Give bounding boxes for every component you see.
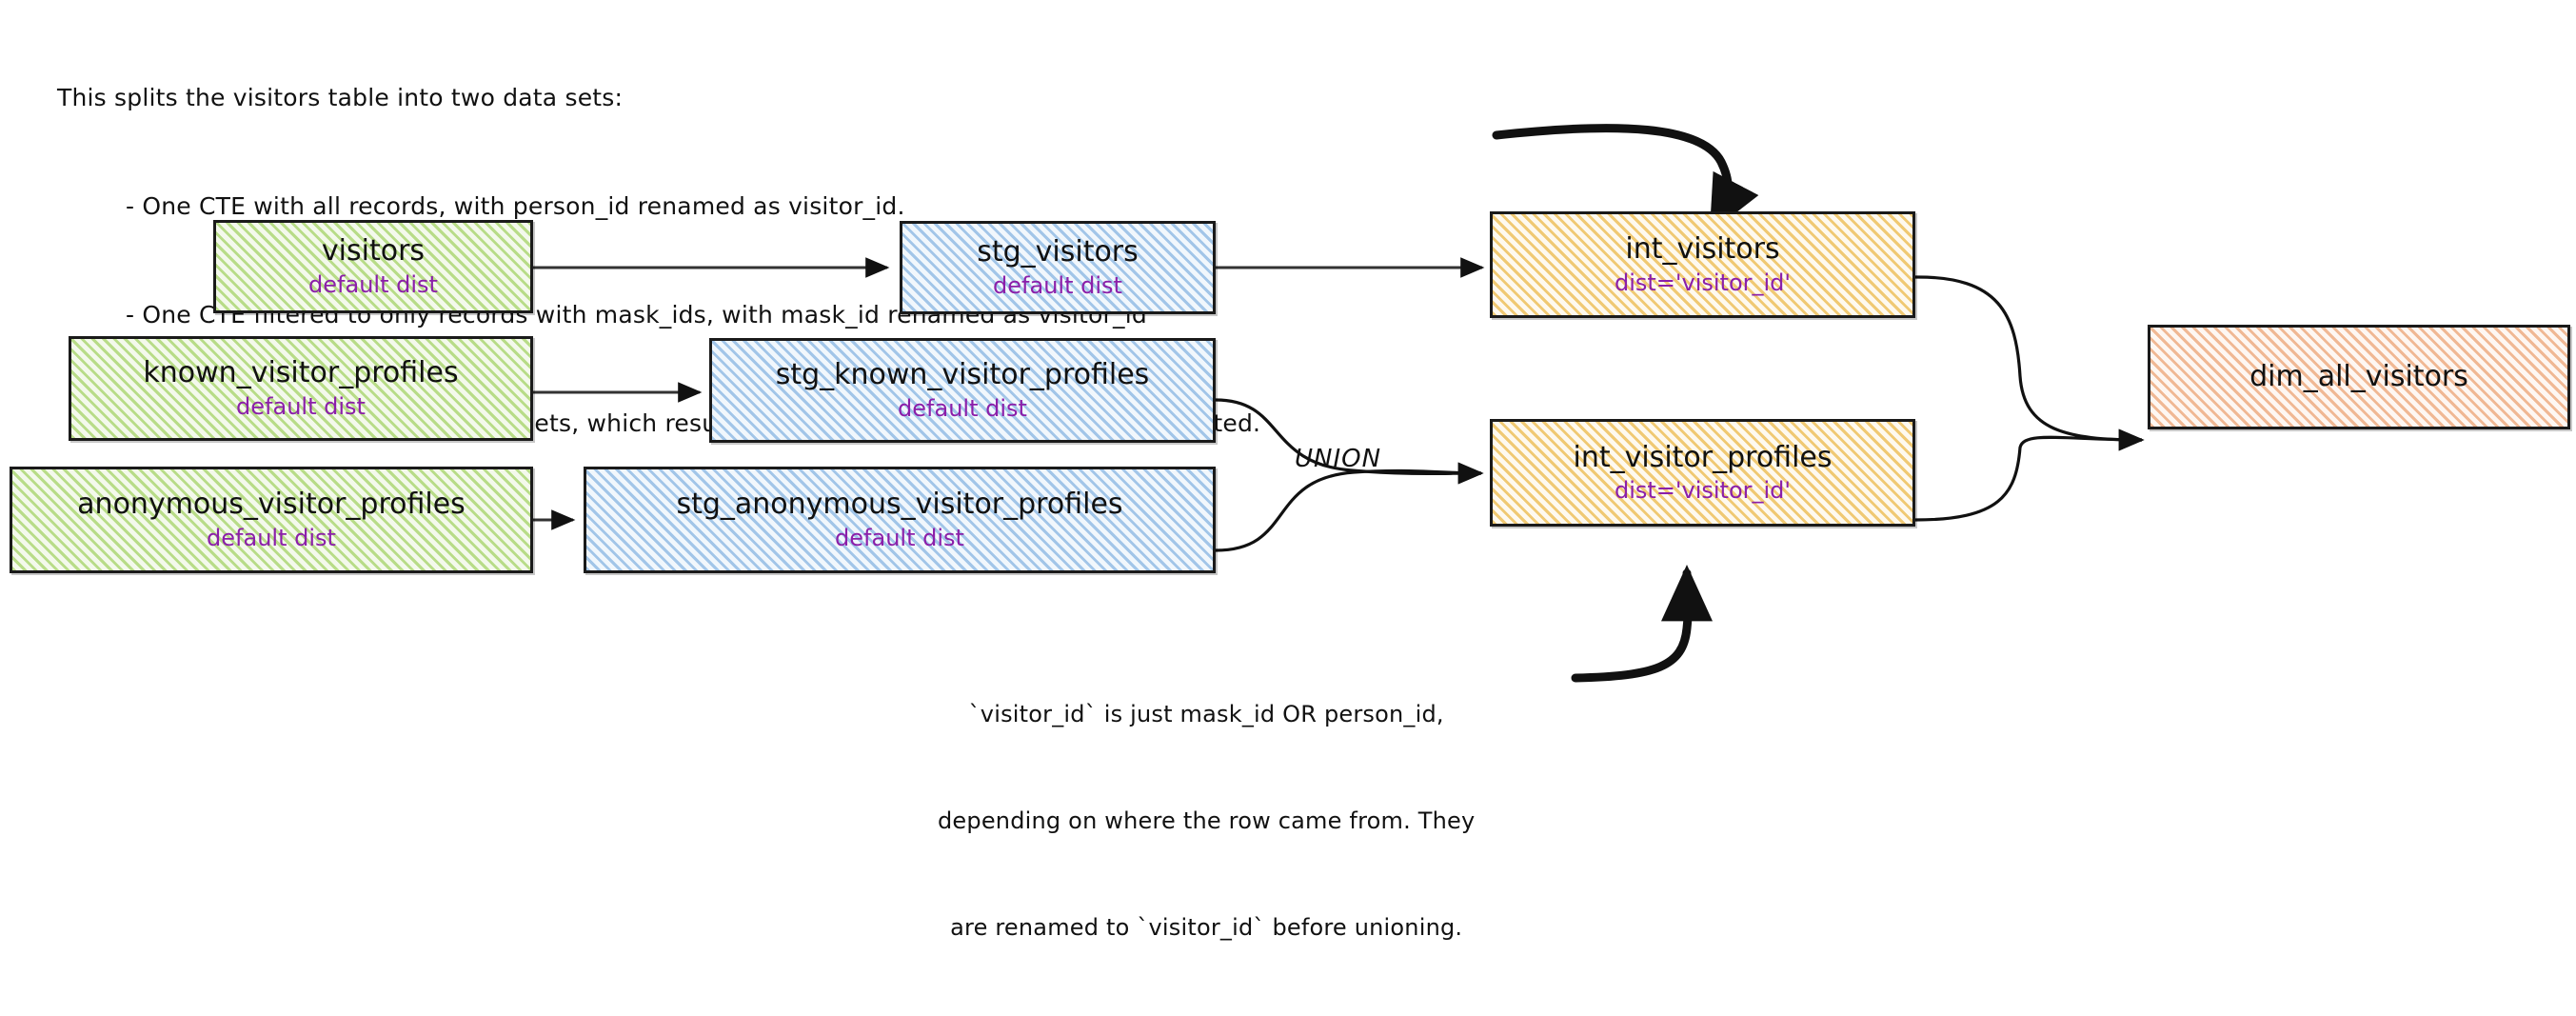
edge-int-visitors-to-dim-all-visitors <box>1914 275 2145 451</box>
node-known-visitor-profiles-dist: default dist <box>236 392 366 420</box>
union-label: UNION <box>1295 445 1382 473</box>
intro-note-line-3: - One CTE filtered to only records with … <box>126 301 1147 329</box>
intro-note-line-1: This splits the visitors table into two … <box>57 84 624 111</box>
node-anonymous-visitor-profiles-dist: default dist <box>207 524 336 551</box>
node-int-visitor-profiles-dist: dist='visitor_id' <box>1614 477 1792 505</box>
node-dim-all-visitors-title: dim_all_visitors <box>2249 360 2468 394</box>
node-visitors-title: visitors <box>321 234 426 269</box>
bottom-note-line-1: `visitor_id` is just mask_id OR person_i… <box>968 701 1444 728</box>
node-stg-anonymous-visitor-profiles-title: stg_anonymous_visitor_profiles <box>676 488 1123 522</box>
node-int-visitors-title: int_visitors <box>1625 232 1780 267</box>
edge-bottom-note-callout <box>1571 564 1714 683</box>
diagram-canvas: This splits the visitors table into two … <box>10 84 2570 941</box>
node-stg-known-visitor-profiles-title: stg_known_visitor_profiles <box>775 358 1150 392</box>
node-stg-visitors-dist: default dist <box>993 271 1122 299</box>
node-known-visitor-profiles[interactable]: known_visitor_profiles default dist <box>69 336 533 441</box>
node-stg-anonymous-visitor-profiles[interactable]: stg_anonymous_visitor_profiles default d… <box>584 467 1216 573</box>
node-stg-visitors-title: stg_visitors <box>977 235 1139 269</box>
node-visitors-dist: default dist <box>308 270 438 298</box>
node-int-visitors[interactable]: int_visitors dist='visitor_id' <box>1490 211 1915 318</box>
edge-int-visitor-profiles-to-dim-all-visitors <box>1914 428 2145 522</box>
bottom-note-line-3: are renamed to `visitor_id` before union… <box>950 913 1463 941</box>
node-int-visitors-dist: dist='visitor_id' <box>1614 269 1792 296</box>
bottom-note: `visitor_id` is just mask_id OR person_i… <box>938 627 1475 1016</box>
node-int-visitor-profiles[interactable]: int_visitor_profiles dist='visitor_id' <box>1490 419 1915 527</box>
node-stg-visitors[interactable]: stg_visitors default dist <box>900 221 1216 314</box>
node-stg-anonymous-visitor-profiles-dist: default dist <box>835 524 964 551</box>
node-anonymous-visitor-profiles-title: anonymous_visitor_profiles <box>77 488 466 522</box>
intro-note-line-2: - One CTE with all records, with person_… <box>126 192 905 220</box>
bottom-note-line-2: depending on where the row came from. Th… <box>938 807 1476 834</box>
node-stg-known-visitor-profiles[interactable]: stg_known_visitor_profiles default dist <box>709 338 1216 443</box>
node-dim-all-visitors[interactable]: dim_all_visitors <box>2148 325 2570 429</box>
node-anonymous-visitor-profiles[interactable]: anonymous_visitor_profiles default dist <box>10 467 533 573</box>
node-stg-known-visitor-profiles-dist: default dist <box>898 394 1027 422</box>
node-known-visitor-profiles-title: known_visitor_profiles <box>143 356 459 390</box>
node-int-visitor-profiles-title: int_visitor_profiles <box>1573 440 1833 474</box>
node-visitors[interactable]: visitors default dist <box>213 220 533 313</box>
